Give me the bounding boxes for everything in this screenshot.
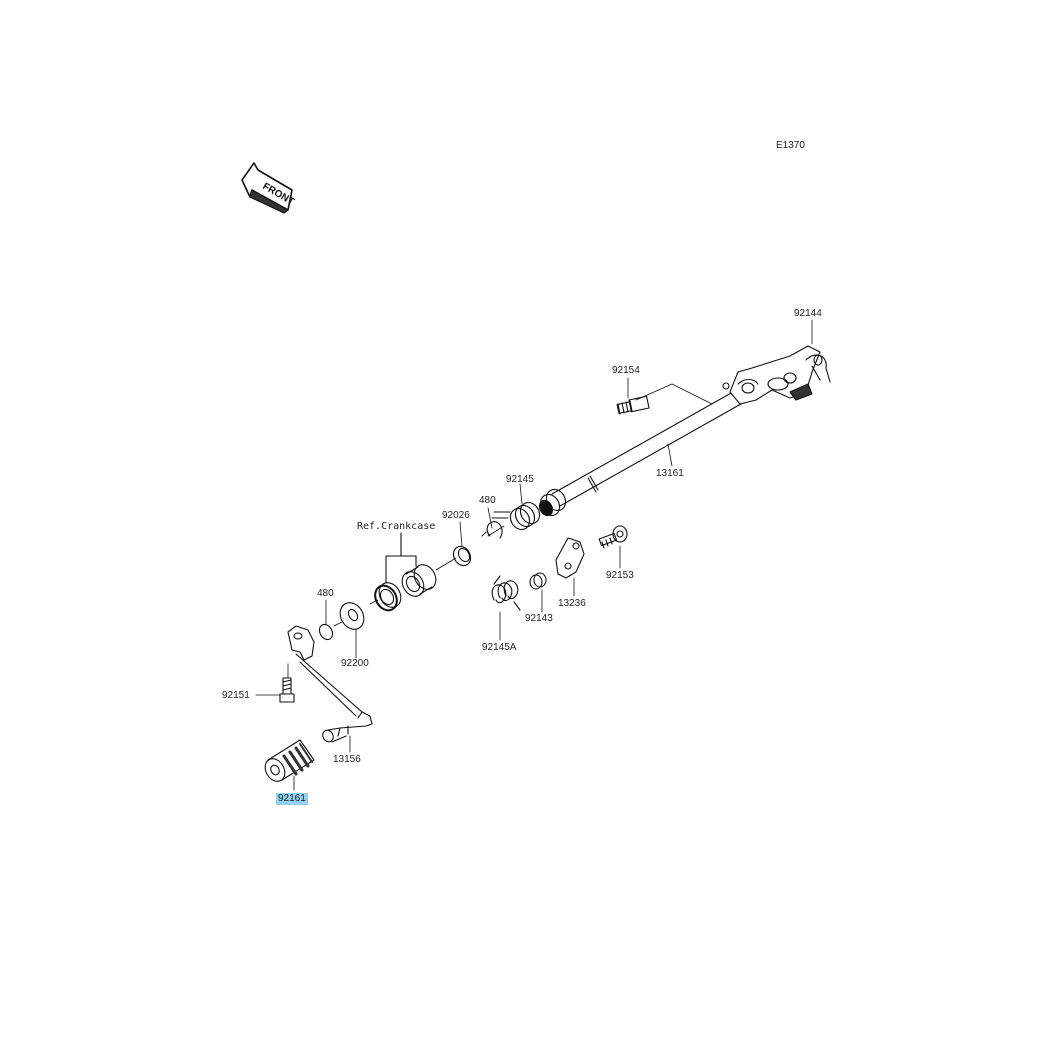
part-label-13161[interactable]: 13161 [656, 468, 684, 479]
part-label-92154[interactable]: 92154 [612, 365, 640, 376]
leader-lines [255, 319, 813, 791]
diagram-code: E1370 [776, 140, 805, 151]
part-label-13236[interactable]: 13236 [558, 598, 586, 609]
oil-seal [374, 582, 402, 612]
bolt-92151 [279, 677, 295, 703]
part-label-92161-highlighted[interactable]: 92161 [276, 793, 308, 805]
part-label-92145[interactable]: 92145 [506, 474, 534, 485]
shift-shaft [538, 387, 749, 517]
needle-bearing [401, 564, 437, 597]
shift-pedal [287, 625, 373, 743]
spring-92145a [491, 575, 521, 611]
bolt-92154 [616, 395, 650, 415]
part-label-92151[interactable]: 92151 [222, 690, 250, 701]
circlip-480-upper [481, 521, 503, 539]
part-label-92200[interactable]: 92200 [341, 658, 369, 669]
part-label-92144[interactable]: 92144 [794, 308, 822, 319]
spring-92145 [491, 501, 541, 531]
circlip-480-lower [318, 623, 334, 641]
ref-crankcase-label: Ref.Crankcase [357, 521, 436, 532]
part-label-92026[interactable]: 92026 [442, 510, 470, 521]
ref-crankcase-bracket [385, 532, 417, 583]
lever-13236 [555, 537, 585, 579]
part-label-480-lower[interactable]: 480 [317, 588, 334, 599]
part-label-92145a[interactable]: 92145A [482, 642, 517, 653]
collar-92143 [529, 572, 547, 590]
shift-arm [722, 345, 831, 405]
part-label-92143[interactable]: 92143 [525, 613, 553, 624]
bolt-92153 [598, 525, 628, 549]
front-arrow-icon [241, 162, 293, 214]
part-label-480-upper[interactable]: 480 [479, 495, 496, 506]
washer-92026 [452, 545, 472, 567]
part-label-92153[interactable]: 92153 [606, 570, 634, 581]
pedal-rubber-92161 [264, 739, 315, 782]
part-label-13156[interactable]: 13156 [333, 754, 361, 765]
washer-92200 [339, 602, 365, 630]
